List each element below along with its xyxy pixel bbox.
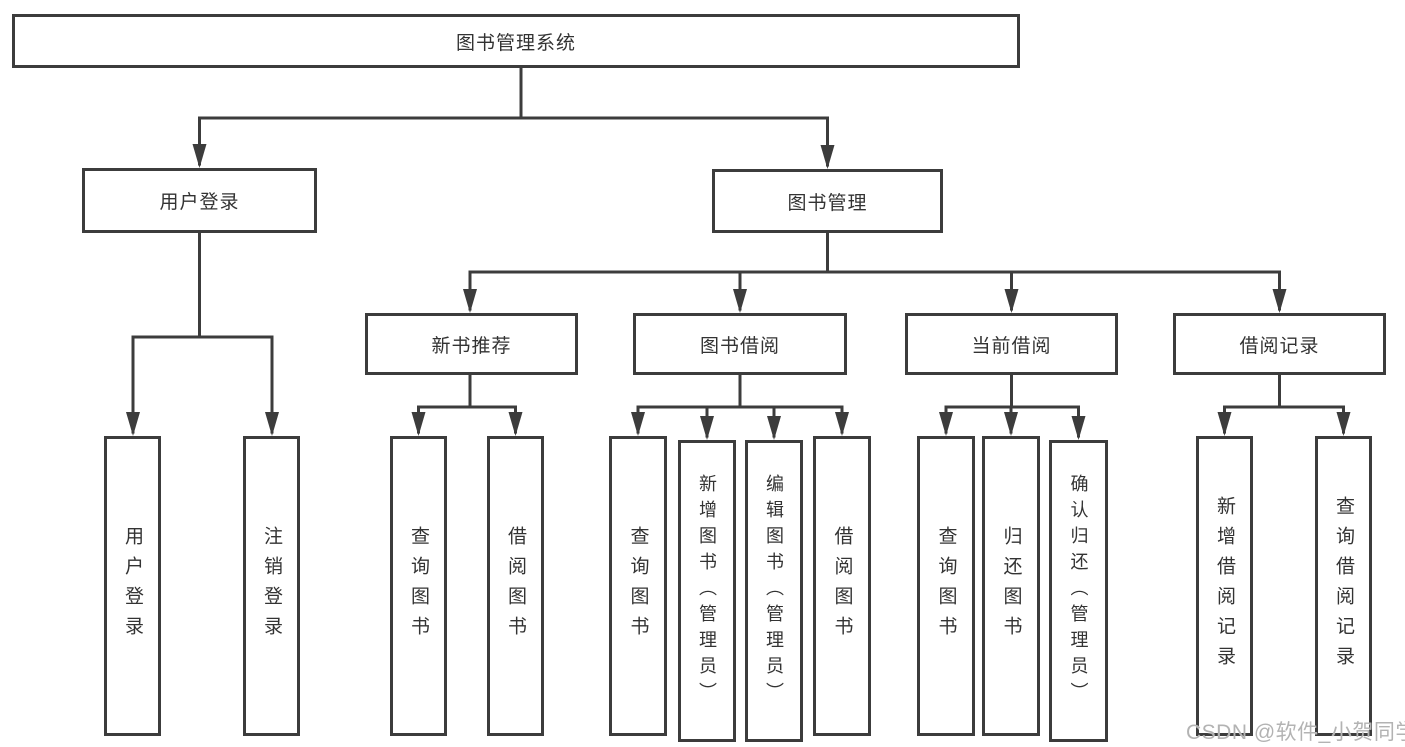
leaf-records-add-record: 新增借阅记录: [1196, 436, 1253, 736]
node-library-management-system: 图书管理系统: [12, 14, 1020, 68]
leaf-user-login: 用户登录: [104, 436, 161, 736]
node-book-borrowing: 图书借阅: [633, 313, 847, 375]
leaf-borrow-query-book: 查询图书: [609, 436, 667, 736]
leaf-current-query-book: 查询图书: [917, 436, 975, 736]
node-borrowing-records: 借阅记录: [1173, 313, 1386, 375]
node-book-management: 图书管理: [712, 169, 943, 233]
leaf-current-confirm-return-admin: 确认归还（管理员）: [1049, 440, 1108, 742]
node-user-login: 用户登录: [82, 168, 317, 233]
leaf-borrow-add-book-admin: 新增图书（管理员）: [678, 440, 736, 742]
node-current-borrowing: 当前借阅: [905, 313, 1118, 375]
leaf-borrow-edit-book-admin: 编辑图书（管理员）: [745, 440, 803, 742]
leaf-current-return-book: 归还图书: [982, 436, 1040, 736]
leaf-recommend-query-book: 查询图书: [390, 436, 447, 736]
leaf-logout: 注销登录: [243, 436, 300, 736]
leaf-records-query-record: 查询借阅记录: [1315, 436, 1372, 736]
leaf-borrow-borrow-book: 借阅图书: [813, 436, 871, 736]
leaf-recommend-borrow-book: 借阅图书: [487, 436, 544, 736]
csdn-watermark: CSDN @软件_小贺同学: [1186, 721, 1405, 744]
node-new-book-recommend: 新书推荐: [365, 313, 578, 375]
